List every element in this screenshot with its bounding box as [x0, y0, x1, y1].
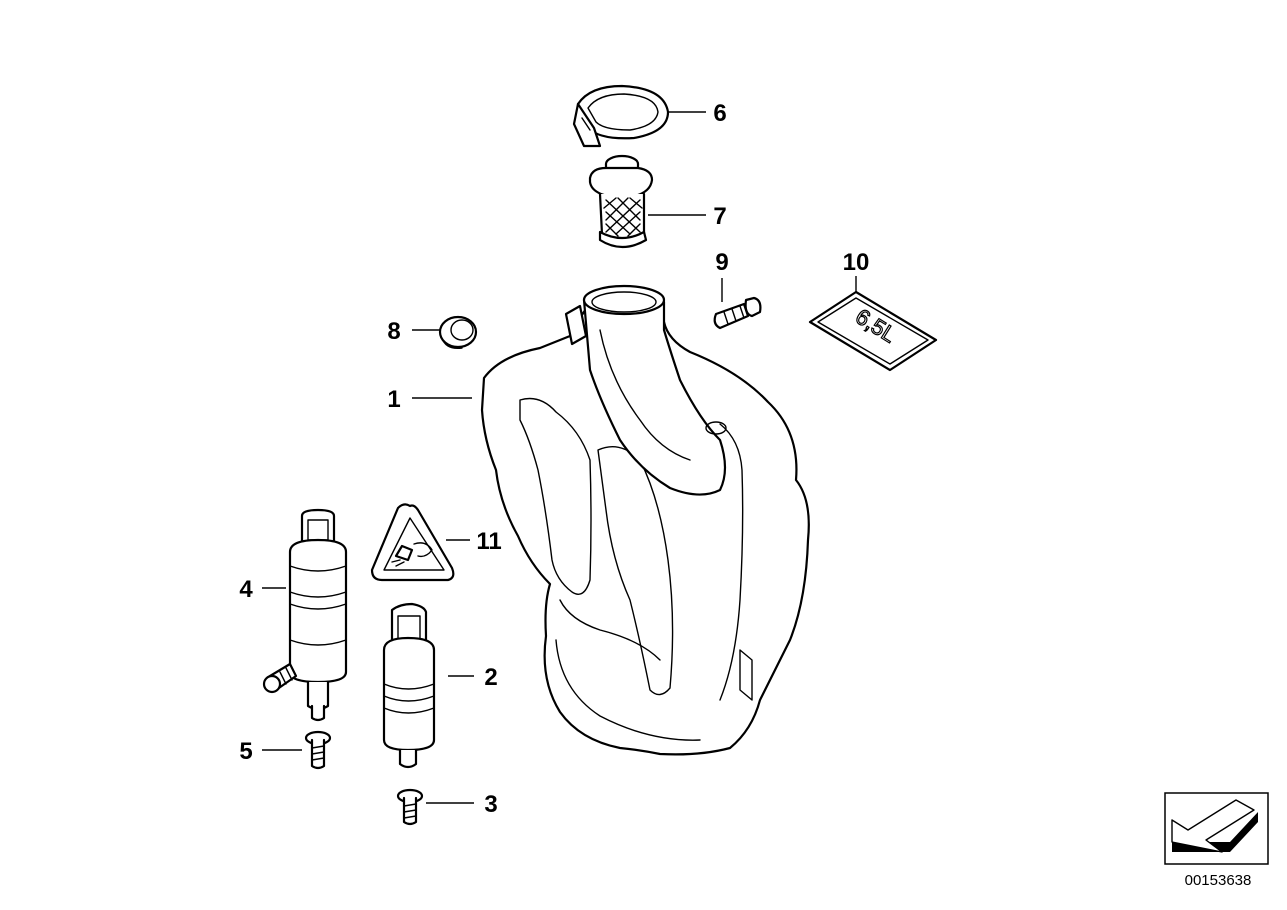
bolt-drawing: [713, 296, 762, 330]
callout-6: 6: [713, 100, 726, 127]
callout-8: 8: [387, 318, 400, 345]
callout-5: 5: [239, 738, 252, 765]
orientation-arrow-icon: [1164, 792, 1269, 865]
document-number: 00153638: [1185, 872, 1252, 889]
callout-4: 4: [239, 576, 253, 603]
screw-5-drawing: [304, 730, 332, 770]
washer-pump-drawing: [382, 602, 436, 769]
screw-3-drawing: [396, 788, 424, 826]
callout-2: 2: [484, 664, 497, 691]
callout-10: 10: [843, 249, 870, 276]
filter-strainer-drawing: [588, 154, 654, 249]
callout-3: 3: [484, 791, 497, 818]
grommet-drawing: [438, 315, 478, 349]
callout-11: 11: [476, 528, 501, 555]
washer-reservoir-drawing: [480, 284, 810, 756]
callout-7: 7: [713, 203, 726, 230]
washer-pump-double-drawing: [262, 508, 348, 722]
callout-9: 9: [715, 249, 728, 276]
warning-label-drawing: [370, 503, 455, 582]
capacity-label-drawing: 6,5L: [808, 290, 938, 372]
filler-cap-drawing: [572, 84, 670, 148]
callout-1: 1: [387, 386, 400, 413]
